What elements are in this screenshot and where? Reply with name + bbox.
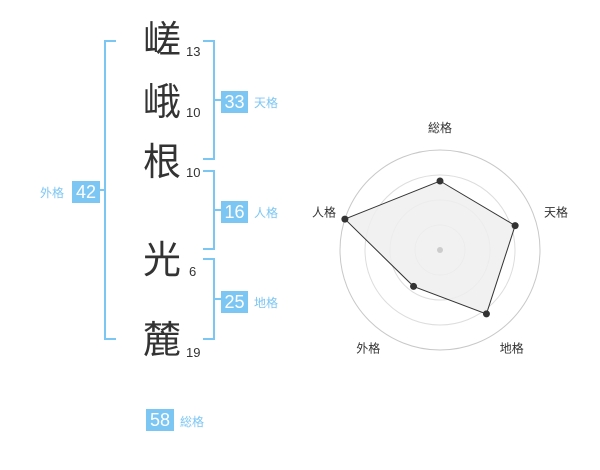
stroke-count-4: 6: [189, 264, 197, 279]
soukaku-score: 58: [146, 409, 174, 431]
radar-axis-label-5: 人格: [312, 204, 336, 219]
name-char-3: 根: [142, 140, 181, 184]
radar-point-3: [482, 310, 490, 318]
radar-axis-label-2: 天格: [544, 204, 568, 219]
stroke-count-1: 13: [186, 44, 201, 59]
jinkaku-label: 人格: [254, 206, 279, 220]
tenkaku-label: 天格: [254, 96, 279, 110]
jinkaku-bracket-tick: [215, 209, 221, 211]
chikaku-bracket-tick: [215, 298, 221, 300]
radar-point-4: [410, 282, 418, 290]
radar-axis-label-4: 外格: [356, 341, 380, 356]
radar-point-5: [341, 215, 349, 223]
stroke-count-5: 19: [186, 345, 201, 360]
radar-axis-label-1: 総格: [428, 120, 452, 135]
tenkaku-score: 33: [221, 91, 248, 113]
gaikaku-score: 42: [72, 181, 100, 203]
name-char-1: 嵯: [142, 18, 181, 62]
tenkaku-bracket: [203, 40, 215, 160]
radar-ring-3: [364, 174, 516, 326]
gaikaku-bracket: [104, 40, 116, 340]
radar-points: [341, 177, 519, 318]
chikaku-label: 地格: [254, 296, 279, 310]
tenkaku-bracket-tick: [215, 99, 221, 101]
jinkaku-bracket: [203, 170, 215, 250]
name-char-2: 峨: [142, 80, 181, 124]
name-char-4: 光: [142, 238, 181, 282]
radar-point-1: [436, 177, 444, 185]
radar-axis-label-3: 地格: [500, 341, 524, 356]
chikaku-bracket: [203, 258, 215, 340]
stroke-count-2: 10: [186, 105, 201, 120]
stroke-count-3: 10: [186, 165, 201, 180]
gaikaku-bracket-tick: [96, 189, 104, 191]
radar-center-dot: [437, 247, 443, 253]
radar-point-2: [511, 222, 519, 230]
radar-area: [343, 180, 516, 315]
jinkaku-score: 16: [221, 201, 248, 223]
name-char-5: 麓: [142, 318, 181, 362]
radar-ring-4: [339, 149, 541, 351]
chikaku-score: 25: [221, 291, 248, 313]
gaikaku-label: 外格: [40, 186, 65, 200]
soukaku-label: 総格: [180, 415, 205, 429]
